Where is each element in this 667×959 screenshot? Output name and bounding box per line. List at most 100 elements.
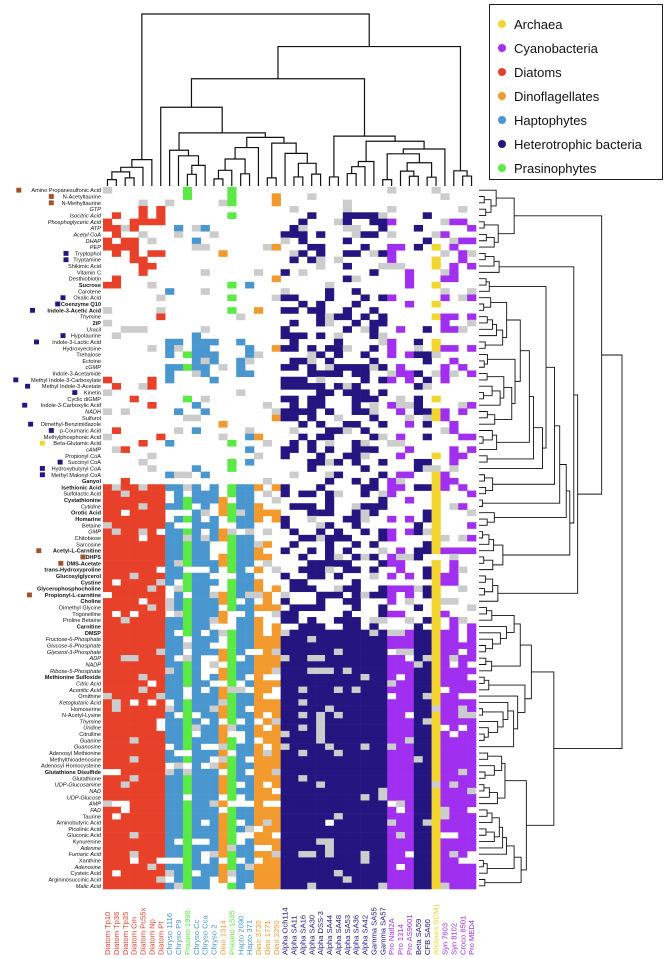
heatmap-cell [458, 870, 468, 877]
heatmap-cell [111, 718, 122, 725]
heatmap-cell [103, 851, 113, 858]
heatmap-cell [307, 364, 317, 371]
heatmap-cell [449, 800, 459, 808]
heatmap-cell [191, 364, 201, 371]
heatmap-cell [342, 636, 352, 643]
heatmap-cell [271, 642, 281, 649]
heatmap-cell [271, 775, 281, 782]
heatmap-cell [298, 655, 308, 662]
heatmap-cell [413, 718, 424, 725]
heatmap-cell [422, 737, 432, 744]
heatmap-cell [333, 749, 344, 757]
heatmap-cell [404, 699, 415, 706]
heatmap-cell [440, 376, 450, 384]
heatmap-cell [413, 743, 424, 751]
dendrogram-branch [479, 499, 483, 507]
heatmap-cell [342, 262, 352, 270]
heatmap-cell [218, 250, 228, 257]
heatmap-cell [129, 256, 139, 264]
heatmap-cell [458, 756, 468, 763]
heatmap-cell [103, 825, 113, 833]
heatmap-cell [404, 617, 415, 624]
heatmap-cell [369, 705, 379, 713]
heatmap-cell [191, 591, 201, 599]
heatmap-cell [458, 433, 468, 441]
heatmap-cell [200, 800, 210, 808]
row-label: N-Acetyltaurine [63, 194, 101, 200]
heatmap-cell [467, 876, 477, 883]
heatmap-cell [165, 642, 175, 649]
heatmap-cell [351, 781, 361, 789]
heatmap-cell [262, 775, 273, 782]
heatmap-cell [280, 686, 290, 694]
heatmap-cell [396, 794, 406, 801]
row-label: UDP-Glucosamine [55, 783, 101, 789]
heatmap-cell [156, 673, 166, 681]
heatmap-cell [298, 851, 308, 858]
heatmap-cell [165, 572, 175, 580]
heatmap-cell [245, 661, 255, 668]
heatmap-cell [307, 838, 317, 846]
heatmap-cell [333, 819, 344, 827]
heatmap-cell [387, 749, 397, 757]
heatmap-cell [342, 724, 352, 732]
heatmap-cell [129, 566, 139, 574]
heatmap-cell [147, 844, 157, 852]
heatmap-cell [289, 307, 299, 314]
dendrogram-branch [491, 615, 515, 633]
heatmap-cell [316, 762, 326, 770]
dendrogram-branch [490, 301, 508, 339]
column-label: Diatom Tp10 [103, 912, 112, 955]
heatmap-cell [307, 509, 317, 517]
heatmap-cell [422, 667, 432, 675]
heatmap-cell [182, 737, 193, 744]
heatmap-cell [431, 243, 441, 251]
heatmap-cell [316, 566, 326, 574]
heatmap-cell [271, 863, 281, 871]
heatmap-cell [378, 648, 388, 656]
heatmap-cell [467, 623, 477, 630]
legend-item: Dinoflagellates [498, 85, 599, 107]
heatmap-cell [325, 768, 335, 776]
heatmap-cell [174, 566, 184, 574]
heatmap-cell [138, 269, 148, 276]
heatmap-cell [387, 636, 397, 643]
heatmap-cell [236, 768, 246, 776]
heatmap-cell [271, 876, 281, 883]
heatmap-cell [449, 724, 459, 732]
heatmap-cell [289, 787, 299, 795]
heatmap-cell [307, 465, 317, 472]
heatmap-cell [467, 699, 477, 706]
heatmap-cell [333, 863, 344, 871]
heatmap-cell [103, 281, 113, 289]
heatmap-cell [280, 838, 290, 846]
heatmap-cell [111, 617, 122, 624]
heatmap-cell [174, 408, 184, 415]
heatmap-cell [129, 655, 139, 662]
row-label: GMP [88, 530, 101, 536]
heatmap-cell [262, 686, 273, 694]
heatmap-cell [262, 718, 273, 725]
heatmap-cell [289, 364, 299, 371]
heatmap-cell [325, 800, 335, 808]
heatmap-cell [333, 870, 344, 877]
heatmap-cell [387, 870, 397, 877]
row-label: Glutathione [72, 776, 101, 782]
heatmap-cell [156, 806, 166, 814]
heatmap-cell [413, 528, 424, 536]
heatmap-cell [431, 598, 441, 605]
row-label: NADH [85, 410, 102, 416]
heatmap-cell [236, 591, 246, 599]
heatmap-cell [200, 357, 210, 365]
heatmap-cell [245, 370, 255, 378]
dendrogram-branch [479, 360, 485, 368]
heatmap-cell [174, 813, 184, 820]
heatmap-cell [360, 819, 370, 827]
heatmap-cell [253, 870, 264, 877]
heatmap-cell [103, 730, 113, 738]
heatmap-cell [191, 661, 201, 668]
heatmap-cell [200, 844, 210, 852]
heatmap-cell [307, 762, 317, 770]
heatmap-cell [227, 673, 237, 681]
heatmap-cell [236, 863, 246, 871]
